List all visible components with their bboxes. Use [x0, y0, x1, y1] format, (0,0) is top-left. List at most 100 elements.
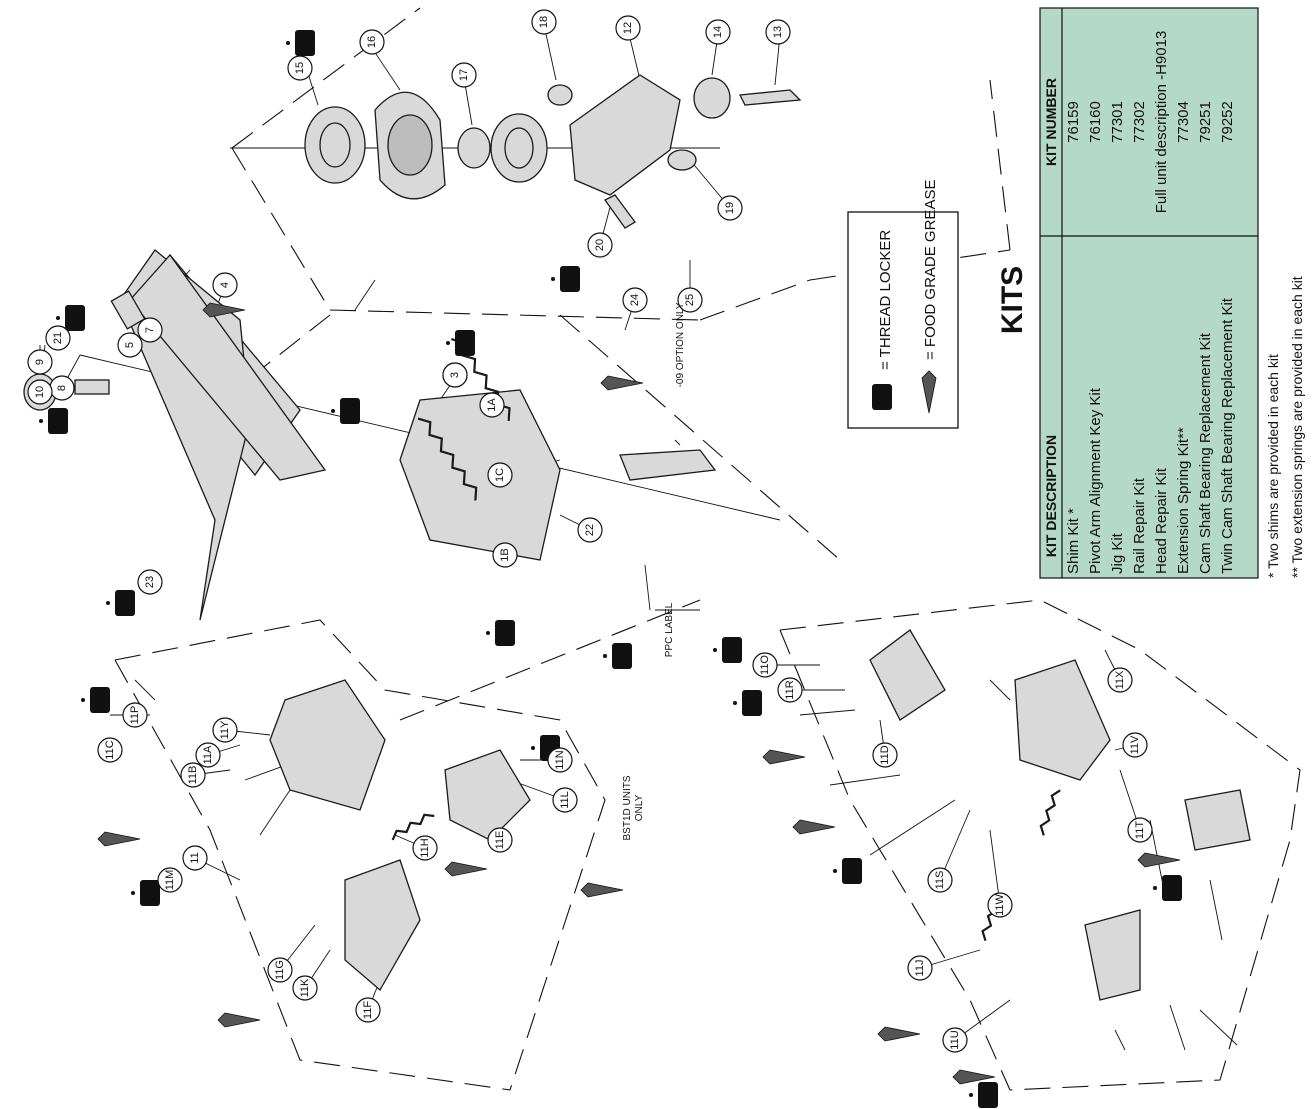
- callout-label: 3: [449, 372, 461, 378]
- thread-locker-icon: [131, 880, 160, 906]
- thread-locker-icon: [603, 643, 632, 669]
- left-head-boundary: [114, 619, 606, 1091]
- footnote-springs: ** Two extension springs are provided in…: [1289, 276, 1305, 578]
- callout-label: 23: [144, 576, 156, 588]
- thread-locker-icon: [733, 690, 762, 716]
- label-bst1d-only: ONLY: [634, 794, 645, 821]
- callout-8: 8: [49, 375, 75, 401]
- callout-23: 23: [137, 569, 163, 595]
- block-11E-left: [444, 749, 531, 841]
- bearing-14: [693, 77, 731, 119]
- callout-1c: 1C: [487, 462, 513, 488]
- spring-11H: [391, 813, 435, 841]
- kit-number: 79251: [1197, 101, 1214, 143]
- grease-icon: [877, 1026, 921, 1042]
- callout-label: 11G: [274, 960, 286, 980]
- callout-label: 4: [219, 282, 231, 288]
- callout-label: 8: [56, 385, 68, 391]
- callout-label: 13: [772, 26, 784, 38]
- thread-locker-icon: [833, 858, 862, 884]
- callout-label: 11N: [554, 750, 566, 769]
- kit-description: Shim Kit *: [1065, 508, 1082, 574]
- callout-label: 10: [34, 386, 46, 398]
- grease-icon: [202, 302, 246, 318]
- thread-locker-icon: [1153, 875, 1182, 901]
- callout-label: 5: [124, 342, 136, 348]
- kit-description: Rail Repair Kit: [1131, 477, 1148, 574]
- block-11D: [869, 629, 946, 721]
- block-11A-right: [1014, 659, 1111, 781]
- callout-label: 11J: [914, 960, 926, 977]
- kit-description: Jig Kit: [1109, 532, 1126, 574]
- callout-label: 25: [684, 294, 696, 306]
- grease-icon: [217, 1012, 261, 1028]
- block-11E-right: [1184, 789, 1251, 851]
- callout-22: 22: [577, 517, 603, 543]
- callout-label: 24: [629, 294, 641, 306]
- callout-label: 19: [724, 202, 736, 214]
- kit-description: Head Repair Kit: [1153, 467, 1170, 574]
- callout-label: 18: [538, 16, 550, 28]
- callout-label: 11A: [202, 745, 214, 764]
- callout-3: 3: [442, 362, 468, 388]
- grease-icon: [600, 375, 644, 391]
- callout-label: 1C: [494, 468, 506, 482]
- callout-17: 17: [451, 62, 477, 88]
- callout-label: 14: [712, 26, 724, 38]
- thread-locker-icon: [551, 266, 580, 292]
- kit-number: Full unit description -H9013: [1153, 31, 1170, 214]
- thread-locker-icon: [331, 398, 360, 424]
- callout-label: 11R: [784, 680, 796, 699]
- callout-11r: 11R: [777, 677, 803, 703]
- callout-11t: 11T: [1127, 817, 1153, 843]
- part-callouts: 15161718121413192098102174521A242531C1B2…: [27, 9, 1153, 1053]
- callout-7: 7: [137, 317, 163, 343]
- callout-11l: 11L: [552, 787, 578, 813]
- callout-label: 11O: [759, 655, 771, 675]
- callout-11j: 11J: [907, 955, 933, 981]
- right-head-boundary: [779, 599, 1301, 1091]
- callout-label: 11W: [994, 893, 1006, 915]
- callout-11b: 11B: [180, 762, 206, 788]
- kit-description: Twin Cam Shaft Bearing Replacement Kit: [1219, 297, 1236, 574]
- legend: = THREAD LOCKER = FOOD GRADE GREASE: [847, 180, 959, 429]
- callout-11n: 11N: [547, 747, 573, 773]
- thread-locker-icon: [446, 330, 475, 356]
- callout-label: 12: [622, 22, 634, 34]
- shaft-1B: [619, 449, 717, 481]
- head-1A: [399, 389, 561, 561]
- callout-11c: 11C: [97, 737, 123, 763]
- callout-5: 5: [117, 332, 143, 358]
- callout-10: 10: [27, 379, 53, 405]
- callout-label: 22: [584, 524, 596, 536]
- callout-11a: 11A: [195, 742, 221, 768]
- thread-locker-icon: [969, 1082, 998, 1108]
- kit-description: Extension Spring Kit**: [1175, 427, 1192, 574]
- callout-14: 14: [705, 19, 731, 45]
- legend-thread-locker: = THREAD LOCKER: [877, 230, 894, 370]
- callout-label: 11V: [1129, 735, 1141, 754]
- callout-label: 9: [34, 359, 46, 365]
- thread-locker-icon: [286, 30, 315, 56]
- callout-20: 20: [587, 232, 613, 258]
- callout-label: 1B: [499, 548, 511, 561]
- grease-icon: [97, 831, 141, 847]
- callout-label: 17: [458, 69, 470, 81]
- callout-label: 11X: [1114, 670, 1126, 689]
- callout-15: 15: [287, 55, 313, 81]
- pivot-arm-12: [569, 74, 681, 196]
- header-kit-description: KIT DESCRIPTION: [1043, 435, 1059, 557]
- callout-label: 20: [594, 239, 606, 251]
- callout-11k: 11K: [292, 975, 318, 1001]
- callout-19: 19: [717, 195, 743, 221]
- spacer-17: [457, 127, 491, 169]
- kit-description: Cam Shaft Bearing Replacement Kit: [1197, 332, 1214, 574]
- kit-description: Pivot Arm Alignment Key Kit: [1087, 387, 1104, 574]
- label-option-09: -09 OPTION ONLY: [675, 302, 686, 387]
- callout-4: 4: [212, 272, 238, 298]
- rail-body: [129, 253, 327, 481]
- grease-icon: [444, 861, 488, 877]
